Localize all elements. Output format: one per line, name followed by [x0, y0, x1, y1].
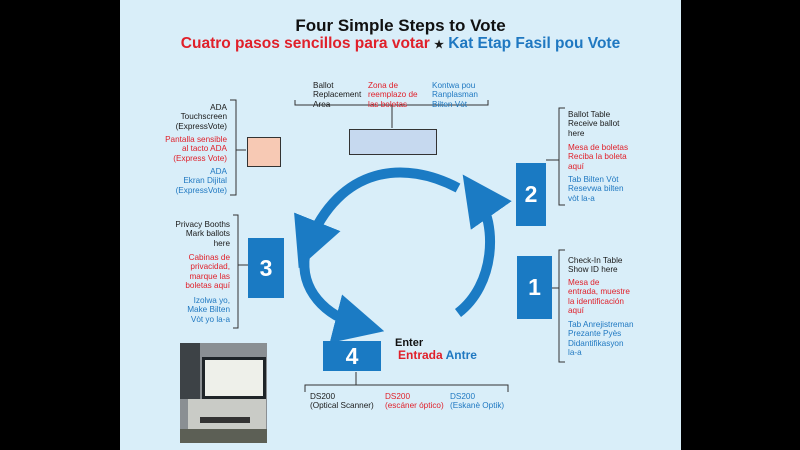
ballot-table-bracket — [546, 107, 565, 206]
scanner-photo — [180, 343, 267, 443]
check-in-bracket — [552, 249, 565, 363]
ballot-table-english: Ballot Table Receive ballot here — [568, 110, 620, 138]
ballot-table-creole: Tab Bilten Vòt Resevwa bilten vòt la-a — [568, 175, 624, 203]
ada-creole: ADA Ekran Dijital (ExpressVote) — [175, 167, 227, 195]
photo-frame — [180, 343, 200, 399]
voting-steps-poster: Four Simple Steps to Vote Cuatro pasos s… — [120, 0, 681, 450]
subtitle-spanish: Cuatro pasos sencillos para votar — [180, 35, 430, 52]
poster-title: Four Simple Steps to Vote — [295, 16, 506, 35]
ballot-replacement-creole: Kontwa pou Ranplasman Bilten Vòt — [432, 81, 478, 109]
flow-arrows — [230, 99, 565, 392]
ada-touchscreen-box — [247, 137, 281, 167]
ballot-table-spanish: Mesa de boletas Reciba la boleta aquí — [568, 143, 629, 171]
scanner-english: DS200 (Optical Scanner) — [310, 392, 374, 411]
check-in-spanish: Mesa de entrada, muestre la identificaci… — [568, 278, 630, 315]
scanner-creole: DS200 (Eskanè Optik) — [450, 392, 505, 411]
check-in-english: Check-In Table Show ID here — [568, 256, 623, 275]
privacy-creole: Izolwa yo, Make Bilten Vòt yo la-a — [187, 296, 230, 324]
photo-base — [188, 399, 266, 429]
privacy-bracket — [233, 214, 248, 329]
photo-slot — [200, 417, 250, 423]
arrow-check-in-to-ballot-table — [454, 174, 512, 317]
enter-creole: Antre — [445, 348, 477, 362]
step-4-box: 4 — [323, 341, 381, 371]
arrow-ballot-table-to-booths — [294, 167, 461, 269]
ballot-replacement-box — [349, 129, 437, 155]
step-3-box: 3 — [248, 238, 284, 298]
ballot-replacement-english: Ballot Replacement Area — [313, 81, 362, 109]
ada-english: ADA Touchscreen (ExpressVote) — [175, 103, 227, 131]
ballot-replacement-spanish: Zona de reemplazo de las boletas — [368, 81, 418, 109]
scanner-spanish: DS200 (escáner óptico) — [385, 392, 444, 411]
poster-subtitle: Cuatro pasos sencillos para votar ★ Kat … — [120, 35, 681, 53]
enter-label: Entrada Antre — [398, 348, 477, 362]
scanner-bracket — [304, 372, 509, 392]
privacy-spanish: Cabinas de privacidad, marque las boleta… — [185, 253, 230, 290]
photo-screen — [202, 357, 266, 399]
subtitle-creole: Kat Etap Fasil pou Vote — [448, 35, 621, 52]
star-separator: ★ — [434, 39, 444, 51]
step-2-box: 2 — [516, 163, 546, 226]
ada-spanish: Pantalla sensible al tacto ADA (Express … — [165, 135, 227, 163]
photo-floor — [180, 429, 267, 443]
ballot-area-bracket — [294, 100, 489, 128]
ada-bracket — [230, 99, 246, 196]
enter-spanish: Entrada — [398, 348, 443, 362]
privacy-english: Privacy Booths Mark ballots here — [175, 220, 230, 248]
step-1-box: 1 — [517, 256, 552, 319]
arrow-booths-to-scanner — [299, 254, 385, 343]
enter-english: Enter — [395, 337, 424, 349]
check-in-creole: Tab Anrejistreman Prezante Pyès Didantif… — [568, 320, 634, 357]
